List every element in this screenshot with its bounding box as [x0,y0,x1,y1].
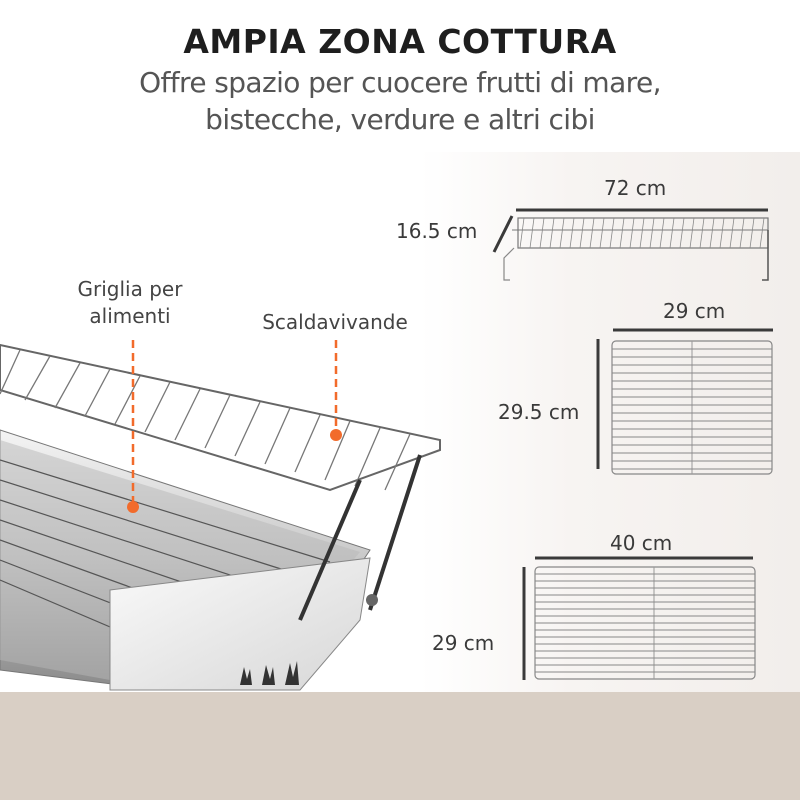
subtitle-line-2: bistecche, verdure e altri cibi [205,103,595,136]
subtitle-line-1: Offre spazio per cuocere frutti di mare, [139,66,661,99]
callout-warmer-label: Scaldavivande [262,310,408,334]
grill-small-width-label: 29 cm [663,299,726,323]
warming-rack-width-label: 72 cm [604,176,667,200]
callout-grill-line-2: alimenti [89,304,171,328]
bottom-band [0,692,800,800]
grill-large-height-label: 29 cm [432,631,495,655]
page-title: AMPIA ZONA COTTURA [183,22,617,61]
warming-rack-height-label: 16.5 cm [396,219,478,243]
grill-small-drawing [596,328,773,475]
warming-rack-drawing [492,208,769,281]
bbq-grill-illustration [0,343,441,691]
page-subtitle: Offre spazio per cuocere frutti di mare,… [0,64,800,138]
callout-warmer-pointer [330,340,342,441]
grill-small-height-label: 29.5 cm [498,400,580,424]
grill-large-width-label: 40 cm [610,531,673,555]
callout-grill-pointer [127,340,139,513]
callout-grill-line-1: Griglia per [77,277,183,301]
callout-grill-label: Griglia per alimenti [60,276,200,330]
grill-large-drawing [522,556,756,680]
